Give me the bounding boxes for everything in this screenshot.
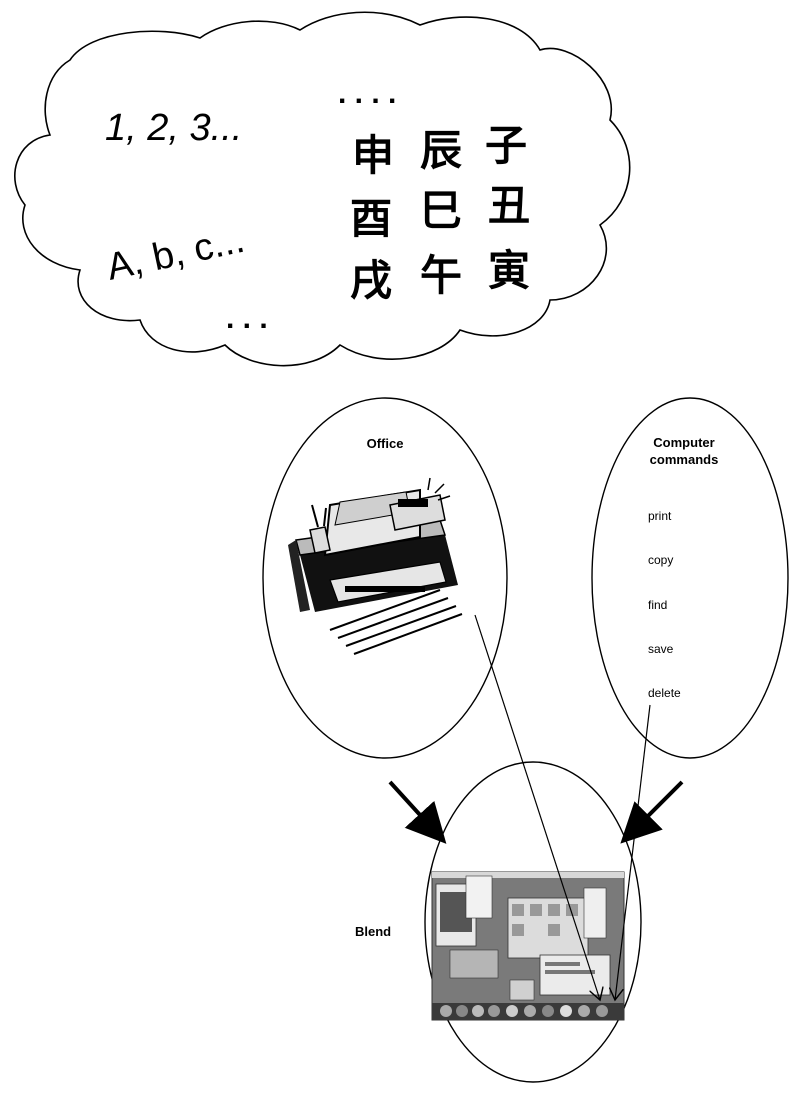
projection-arrows: [388, 614, 684, 1000]
dots-top: . . . .: [338, 77, 396, 110]
cjk-char-5: 巳: [420, 186, 462, 235]
cjk-char-6: 丑: [488, 181, 530, 230]
commands-title-line2: commands: [650, 452, 719, 467]
blend-label: Blend: [355, 924, 391, 939]
desk-fax-clipart-icon: [288, 477, 463, 655]
commands-to-blend-arrow: [620, 780, 684, 844]
mac-desktop-screenshot-icon: [431, 871, 625, 1021]
office-to-blend-arrow: [388, 780, 447, 844]
cjk-char-7: 戌: [350, 256, 392, 305]
command-copy: copy: [648, 553, 673, 567]
cjk-char-2: 辰: [420, 126, 462, 175]
command-delete: delete: [648, 686, 681, 700]
trash-mapping-line-delete: [615, 704, 651, 1000]
cjk-char-4: 酉: [350, 194, 392, 243]
command-print: print: [648, 509, 672, 523]
command-find: find: [648, 598, 667, 612]
commands-title-line1: Computer: [653, 435, 714, 450]
cjk-char-8: 午: [420, 251, 462, 300]
dots-bottom: . . .: [226, 302, 268, 335]
command-save: save: [648, 642, 674, 656]
cjk-char-9: 寅: [488, 246, 530, 295]
office-space: Office: [262, 397, 508, 759]
office-title: Office: [367, 436, 404, 451]
trash-mapping-line-office: [474, 614, 600, 1000]
numbers-sequence: 1, 2, 3...: [105, 107, 242, 149]
thought-cloud: 1, 2, 3... A, b, c... . . . . . . . 申 辰 …: [14, 11, 631, 367]
commands-space: Computer commands print copy find save d…: [591, 397, 789, 759]
cjk-char-3: 子: [485, 121, 527, 170]
blend-space: Blend: [355, 761, 642, 1083]
cjk-char-1: 申: [352, 131, 394, 180]
